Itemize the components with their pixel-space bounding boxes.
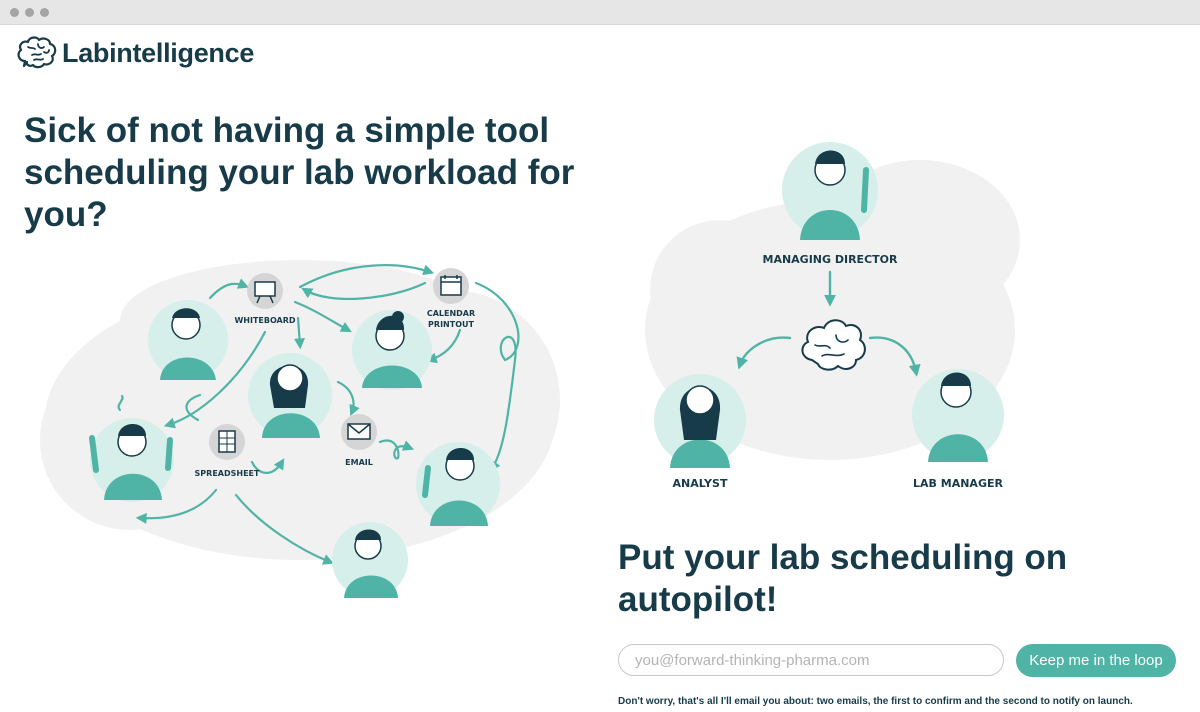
calendar-label-line1: CALENDAR — [427, 309, 475, 318]
brand-name: Labintelligence — [62, 37, 255, 68]
window-zoom-dot[interactable] — [40, 8, 49, 17]
cta-headline: Put your lab scheduling on autopilot! — [618, 538, 1068, 619]
person-woman-center — [248, 353, 332, 438]
whiteboard-icon — [247, 273, 283, 309]
calendar-icon — [433, 268, 469, 304]
signup-note: Don't worry, that's all I'll email you a… — [618, 696, 1133, 707]
org-arrows — [736, 270, 921, 377]
brain-logo-icon — [17, 36, 57, 69]
chaos-arrows — [117, 264, 520, 565]
email-label: EMAIL — [345, 458, 373, 467]
org-illustration: MANAGING DIRECTOR ANALYST LAB MANAGER — [645, 142, 1020, 490]
browser-chrome — [0, 0, 1200, 25]
person-worried — [148, 300, 228, 380]
hero-headline: Sick of not having a simple tool schedul… — [24, 111, 575, 234]
brain-icon — [801, 319, 866, 371]
person-waving-left — [89, 418, 174, 502]
calendar-label-line2: PRINTOUT — [428, 320, 474, 329]
lab-manager-label: LAB MANAGER — [913, 477, 1003, 490]
spreadsheet-label: SPREADSHEET — [195, 469, 260, 478]
brand-logo[interactable]: Labintelligence — [16, 34, 254, 72]
email-input[interactable] — [618, 644, 1004, 676]
window-minimize-dot[interactable] — [25, 8, 34, 17]
person-woman-whiteboard — [352, 310, 432, 390]
managing-director-label: MANAGING DIRECTOR — [763, 253, 899, 266]
window-close-dot[interactable] — [10, 8, 19, 17]
chaos-illustration: WHITEBOARD CALENDAR PRINTOUT SPREADSHEET… — [40, 260, 560, 598]
whiteboard-label: WHITEBOARD — [234, 316, 295, 325]
spreadsheet-icon — [209, 424, 245, 460]
email-icon — [341, 414, 377, 450]
person-bottom — [332, 522, 408, 598]
person-surprised-right — [416, 442, 500, 526]
analyst-label: ANALYST — [673, 477, 728, 490]
lab-manager-figure — [912, 369, 1004, 462]
keep-me-in-the-loop-button[interactable]: Keep me in the loop — [1016, 644, 1176, 677]
managing-director-figure — [782, 142, 878, 240]
analyst-figure — [654, 374, 746, 468]
